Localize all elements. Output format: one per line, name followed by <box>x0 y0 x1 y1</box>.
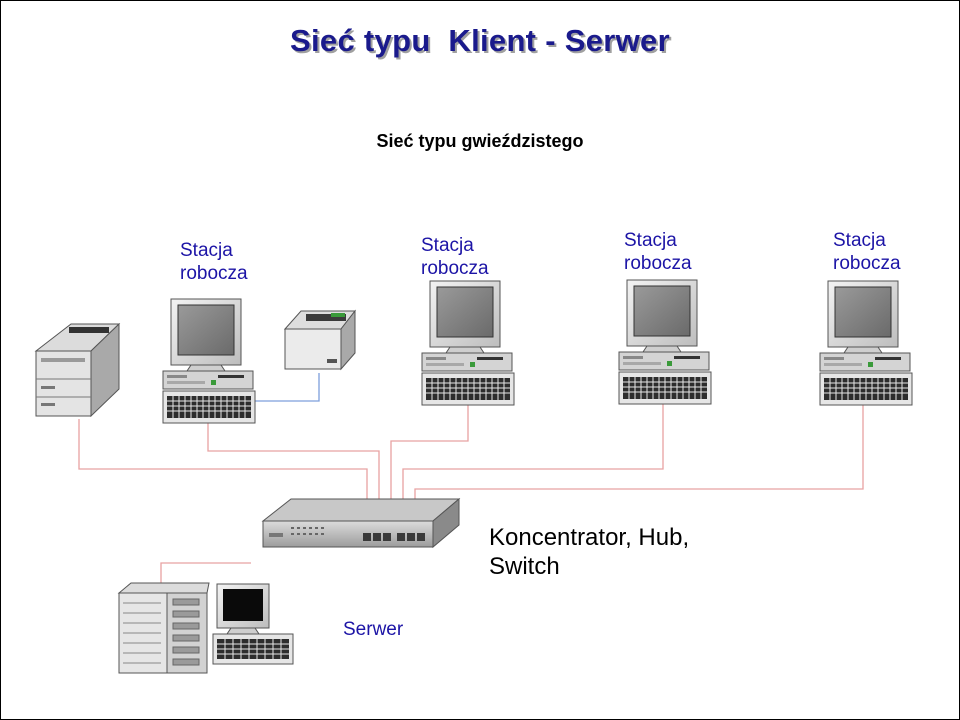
workstation-2-label: Stacja robocza <box>421 235 489 279</box>
workstation-2-icon <box>421 280 515 406</box>
hub-label: Koncentrator, Hub, Switch <box>489 524 690 580</box>
server-label: Serwer <box>343 619 404 640</box>
workstation-3-label: Stacja robocza <box>624 230 692 274</box>
desktop-printer-icon <box>283 309 357 371</box>
network-cables <box>78 403 864 583</box>
server-tower-icon <box>117 582 210 674</box>
workstation-3-icon <box>618 279 712 405</box>
server-monitor-icon <box>212 583 294 665</box>
laser-printer-icon <box>34 322 121 418</box>
hub-switch-icon <box>261 497 461 549</box>
workstation-1-icon <box>162 298 256 424</box>
page-title: Sieć typu Klient - Serwer <box>290 23 670 58</box>
workstation-4-icon <box>819 280 913 406</box>
workstation-4-label: Stacja robocza <box>833 230 901 274</box>
workstation-1-label: Stacja robocza <box>180 240 248 284</box>
printer-cable <box>253 373 320 402</box>
diagram-subtitle: Sieć typu gwieździstego <box>376 131 584 151</box>
